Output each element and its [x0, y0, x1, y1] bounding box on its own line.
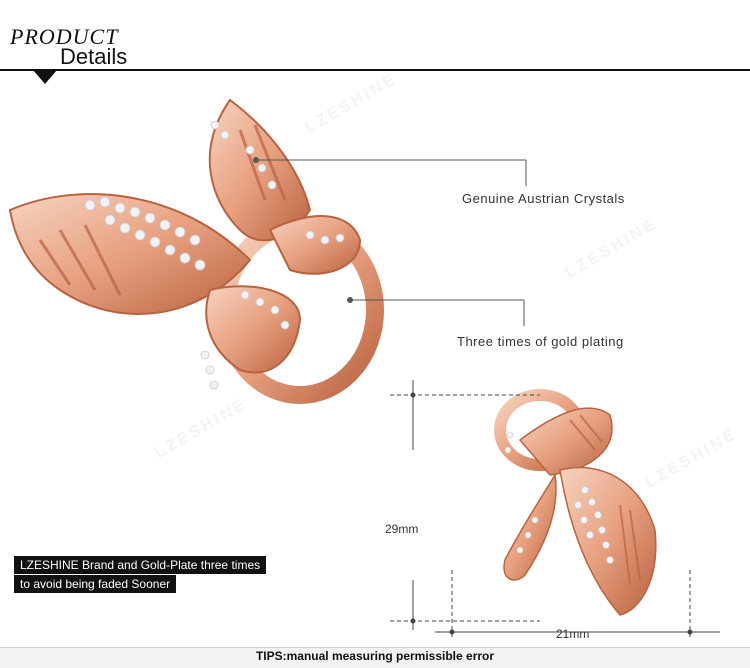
- header-pointer-icon: [33, 70, 57, 84]
- brand-line-1: LZESHINE Brand and Gold-Plate three time…: [14, 556, 267, 574]
- product-image-dimension: [494, 389, 657, 616]
- callout-crystals: Genuine Austrian Crystals: [462, 191, 625, 206]
- dimension-lines: [390, 380, 720, 640]
- header-title-product: PRODUCT: [10, 24, 119, 49]
- header-title-details: Details: [60, 44, 128, 69]
- watermark-text: LZESHINE: [562, 215, 661, 282]
- callout-leader-lines: [253, 157, 527, 326]
- header-divider: [0, 69, 750, 71]
- tips-bar: [0, 647, 750, 668]
- brand-line-2: to avoid being faded Sooner: [14, 575, 177, 593]
- callout-plating: Three times of gold plating: [457, 334, 624, 349]
- product-image-main: [8, 98, 384, 404]
- dimension-width-label: 21mm: [556, 627, 590, 641]
- dimension-height-label: 29mm: [385, 522, 419, 536]
- tips-text: TIPS:manual measuring permissible error: [255, 649, 495, 663]
